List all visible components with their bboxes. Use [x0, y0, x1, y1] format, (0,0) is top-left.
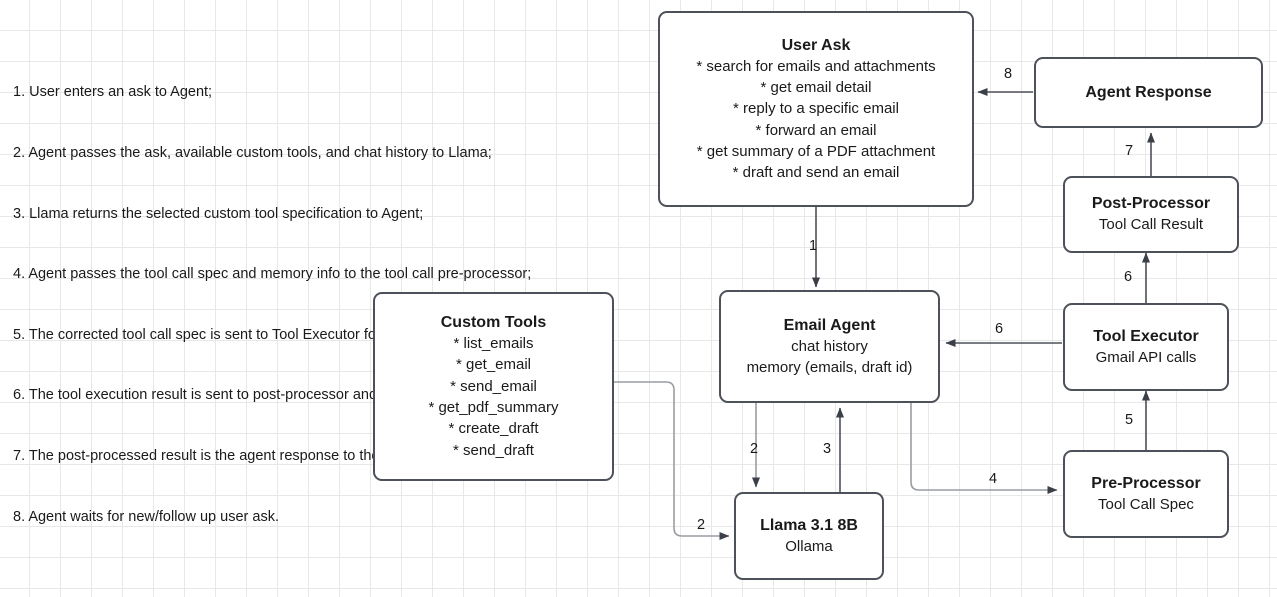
legend-step: 8. Agent waits for new/follow up user as… [13, 508, 279, 525]
edge-label-2b: 2 [697, 517, 706, 533]
node-line: * create_draft [448, 420, 539, 438]
node-pre-processor[interactable]: Pre-Processor Tool Call Spec [1063, 450, 1229, 538]
node-agent-response[interactable]: Agent Response [1034, 57, 1263, 128]
edge-label-7: 7 [1125, 143, 1134, 159]
node-line: * get email detail [760, 78, 872, 96]
node-line: * send_email [450, 377, 537, 395]
node-line: Gmail API calls [1095, 348, 1197, 366]
edge-label-3: 3 [823, 441, 832, 457]
node-line: memory (emails, draft id) [746, 359, 913, 376]
node-line: * list_emails [453, 335, 534, 353]
legend-step: 4. Agent passes the tool call spec and m… [13, 266, 532, 283]
node-custom-tools[interactable]: Custom Tools * list_emails * get_email *… [373, 292, 614, 481]
node-line: * get summary of a PDF attachment [696, 142, 936, 160]
node-line: * forward an email [755, 121, 877, 139]
node-email-agent[interactable]: Email Agent chat history memory (emails,… [719, 290, 940, 403]
legend-step: 1. User enters an ask to Agent; [13, 84, 213, 101]
edge-label-8: 8 [1004, 66, 1013, 82]
node-title: Pre-Processor [1091, 474, 1201, 492]
node-line: * get_pdf_summary [428, 399, 559, 416]
node-tool-executor[interactable]: Tool Executor Gmail API calls [1063, 303, 1229, 391]
node-line: * search for emails and attachments [696, 57, 936, 75]
edge-label-2a: 2 [750, 441, 759, 457]
node-line: chat history [791, 337, 868, 355]
legend-step: 2. Agent passes the ask, available custo… [13, 145, 492, 162]
edge-2b-path [614, 381, 730, 540]
node-line: * get_email [455, 356, 532, 374]
edge-label-5: 5 [1125, 412, 1134, 428]
legend-step: 3. Llama returns the selected custom too… [13, 205, 424, 222]
node-post-processor[interactable]: Post-Processor Tool Call Result [1063, 176, 1239, 253]
edge-label-6b: 6 [995, 321, 1004, 337]
node-line: Ollama [785, 537, 833, 555]
node-title: Email Agent [783, 316, 876, 334]
node-title: Tool Executor [1093, 327, 1199, 345]
node-line: Tool Call Result [1098, 216, 1204, 234]
edge-label-6a: 6 [1124, 269, 1133, 285]
node-line: Tool Call Spec [1098, 495, 1194, 513]
node-title: User Ask [781, 36, 851, 54]
node-llama[interactable]: Llama 3.1 8B Ollama [734, 492, 884, 580]
edge-label-4: 4 [989, 471, 998, 487]
edge-label-1: 1 [809, 238, 818, 254]
node-line: * reply to a specific email [733, 100, 899, 118]
node-line: * draft and send an email [732, 164, 900, 182]
node-title: Custom Tools [440, 314, 547, 332]
node-title: Agent Response [1085, 84, 1212, 101]
node-line: * send_draft [453, 441, 534, 459]
node-user-ask[interactable]: User Ask * search for emails and attachm… [658, 11, 974, 207]
edge-4-path [910, 403, 1058, 494]
node-title: Llama 3.1 8B [760, 516, 858, 534]
node-title: Post-Processor [1091, 195, 1211, 213]
